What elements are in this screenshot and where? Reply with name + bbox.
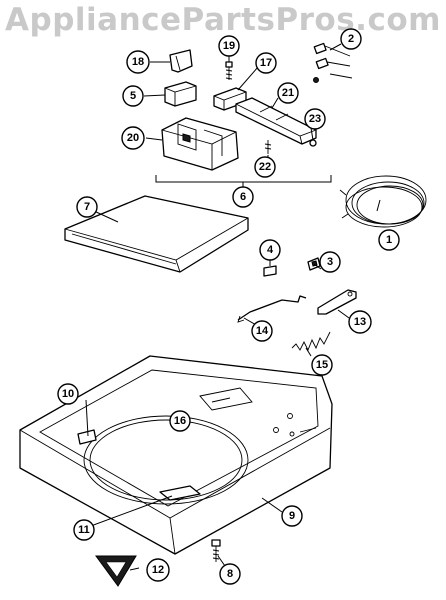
callout-9: 9 bbox=[281, 505, 303, 527]
callout-16-label: 16 bbox=[174, 415, 186, 427]
part-20-switch-housing bbox=[161, 117, 239, 171]
callout-10: 10 bbox=[57, 383, 79, 405]
callout-12-label: 12 bbox=[152, 564, 164, 576]
callout-11-label: 11 bbox=[78, 524, 90, 536]
callout-6: 6 bbox=[232, 186, 254, 208]
callout-3: 3 bbox=[319, 251, 341, 273]
callout-13: 13 bbox=[348, 310, 372, 334]
callout-3-label: 3 bbox=[327, 256, 333, 268]
part-1-wire-harness bbox=[339, 175, 427, 228]
callout-12: 12 bbox=[146, 558, 170, 582]
callout-19-label: 19 bbox=[223, 40, 235, 52]
callout-4: 4 bbox=[259, 239, 281, 261]
part-23-screw bbox=[309, 139, 317, 147]
part-4-knob bbox=[263, 265, 277, 277]
callout-20-label: 20 bbox=[127, 132, 139, 144]
callout-15-label: 15 bbox=[316, 359, 328, 371]
callout-1-label: 1 bbox=[386, 234, 392, 246]
callout-19: 19 bbox=[218, 35, 240, 57]
callout-14: 14 bbox=[251, 320, 273, 342]
callout-22: 22 bbox=[254, 156, 276, 178]
part-8-screw bbox=[211, 539, 221, 562]
part-14-hinge-rod bbox=[237, 295, 307, 323]
callout-5-label: 5 bbox=[130, 90, 136, 102]
part-12-pad bbox=[95, 555, 137, 587]
callout-23-label: 23 bbox=[309, 113, 321, 125]
callout-5: 5 bbox=[122, 85, 144, 107]
callout-2-label: 2 bbox=[348, 33, 354, 45]
part-15-spring bbox=[291, 331, 331, 352]
callout-4-label: 4 bbox=[267, 244, 274, 256]
callout-17: 17 bbox=[255, 52, 277, 74]
part-2-wire-connectors bbox=[313, 42, 353, 83]
part-5-bracket bbox=[164, 81, 197, 107]
callout-6-label: 6 bbox=[240, 191, 246, 203]
callout-10-label: 10 bbox=[62, 388, 74, 400]
callout-11: 11 bbox=[73, 519, 95, 541]
callout-18-label: 18 bbox=[132, 56, 144, 68]
callout-14-label: 14 bbox=[256, 325, 269, 337]
callout-23: 23 bbox=[304, 108, 326, 130]
part-7-lid bbox=[64, 195, 249, 273]
callout-18: 18 bbox=[126, 50, 150, 74]
part-22-screw bbox=[264, 140, 272, 154]
part-18-flap bbox=[169, 49, 193, 73]
callout-21: 21 bbox=[277, 82, 299, 104]
callout-20: 20 bbox=[121, 126, 145, 150]
callout-8-label: 8 bbox=[227, 568, 233, 580]
callout-9-label: 9 bbox=[289, 510, 295, 522]
callout-21-label: 21 bbox=[282, 87, 294, 99]
part-19-screw bbox=[225, 61, 233, 80]
part-13-lever bbox=[317, 289, 357, 315]
callout-16: 16 bbox=[169, 410, 191, 432]
callout-15: 15 bbox=[311, 354, 333, 376]
callout-22-label: 22 bbox=[259, 161, 271, 173]
callout-17-label: 17 bbox=[260, 57, 272, 69]
callout-8: 8 bbox=[219, 563, 241, 585]
part-21-lid-switch-bracket bbox=[235, 97, 317, 145]
part-9-top-panel bbox=[19, 355, 333, 555]
watermark-text: AppliancePartsPros.com bbox=[5, 2, 441, 38]
group-6-bracket bbox=[155, 175, 332, 183]
callout-7: 7 bbox=[76, 196, 98, 218]
leader-lines bbox=[79, 43, 381, 571]
callout-7-label: 7 bbox=[84, 201, 90, 213]
callout-1: 1 bbox=[378, 229, 400, 251]
callout-13-label: 13 bbox=[354, 316, 366, 328]
callout-2: 2 bbox=[340, 28, 362, 50]
